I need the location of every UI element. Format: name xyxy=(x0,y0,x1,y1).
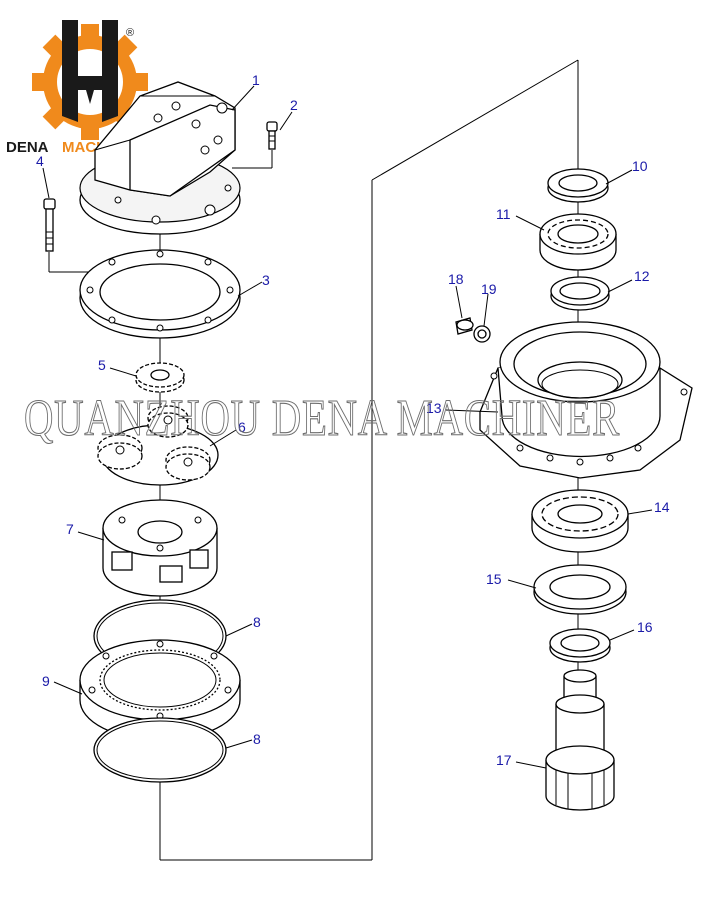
part-2-bolt xyxy=(266,121,278,150)
leader-lines xyxy=(42,85,653,769)
callout-4: 4 xyxy=(36,153,44,169)
callout-6: 6 xyxy=(238,419,246,435)
callout-5: 5 xyxy=(98,357,106,373)
part-17-pinion-shaft xyxy=(545,669,615,811)
brand-word-dena: DENA xyxy=(6,139,49,156)
part-15-thrust-plate xyxy=(533,564,627,615)
callout-19: 19 xyxy=(481,281,497,297)
part-19-washer xyxy=(473,325,491,343)
part-4-long-bolt xyxy=(43,198,56,252)
part-12-spacer xyxy=(550,276,610,311)
callout-11: 11 xyxy=(496,206,511,222)
part-11-roller-bearing xyxy=(539,213,617,271)
part-3-ring-flange xyxy=(79,249,241,339)
part-7-carrier xyxy=(102,499,218,597)
callout-17: 17 xyxy=(496,752,512,768)
part-5-sun-gear xyxy=(135,362,185,393)
gear-emblem-icon: ® xyxy=(32,20,148,140)
watermark-text: QUANZHOU DENA MACHINER xyxy=(24,390,620,447)
registered-mark: ® xyxy=(126,27,134,39)
callout-8-upper: 8 xyxy=(253,614,261,630)
callout-1: 1 xyxy=(252,72,260,88)
callout-15: 15 xyxy=(486,571,502,587)
callout-18: 18 xyxy=(448,271,464,287)
callout-13: 13 xyxy=(426,400,442,416)
callout-2: 2 xyxy=(290,97,298,113)
part-16-collar xyxy=(549,628,611,663)
callout-8-lower: 8 xyxy=(253,731,261,747)
callout-14: 14 xyxy=(654,499,670,515)
part-8-o-ring-lower xyxy=(93,717,227,783)
part-6-planetary-gear-set xyxy=(97,405,219,486)
callout-9: 9 xyxy=(42,673,50,689)
callout-labels: 1 2 4 3 5 6 7 8 9 8 10 11 12 18 19 13 14… xyxy=(36,72,670,768)
part-10-seal xyxy=(547,168,609,203)
callout-7: 7 xyxy=(66,521,74,537)
callout-16: 16 xyxy=(637,619,653,635)
part-14-roller-bearing xyxy=(531,489,629,553)
part-1-swing-motor xyxy=(79,81,241,235)
part-18-plug xyxy=(455,317,474,335)
callout-3: 3 xyxy=(262,272,270,288)
callout-10: 10 xyxy=(632,158,648,174)
callout-12: 12 xyxy=(634,268,650,284)
part-13-housing xyxy=(479,321,693,479)
